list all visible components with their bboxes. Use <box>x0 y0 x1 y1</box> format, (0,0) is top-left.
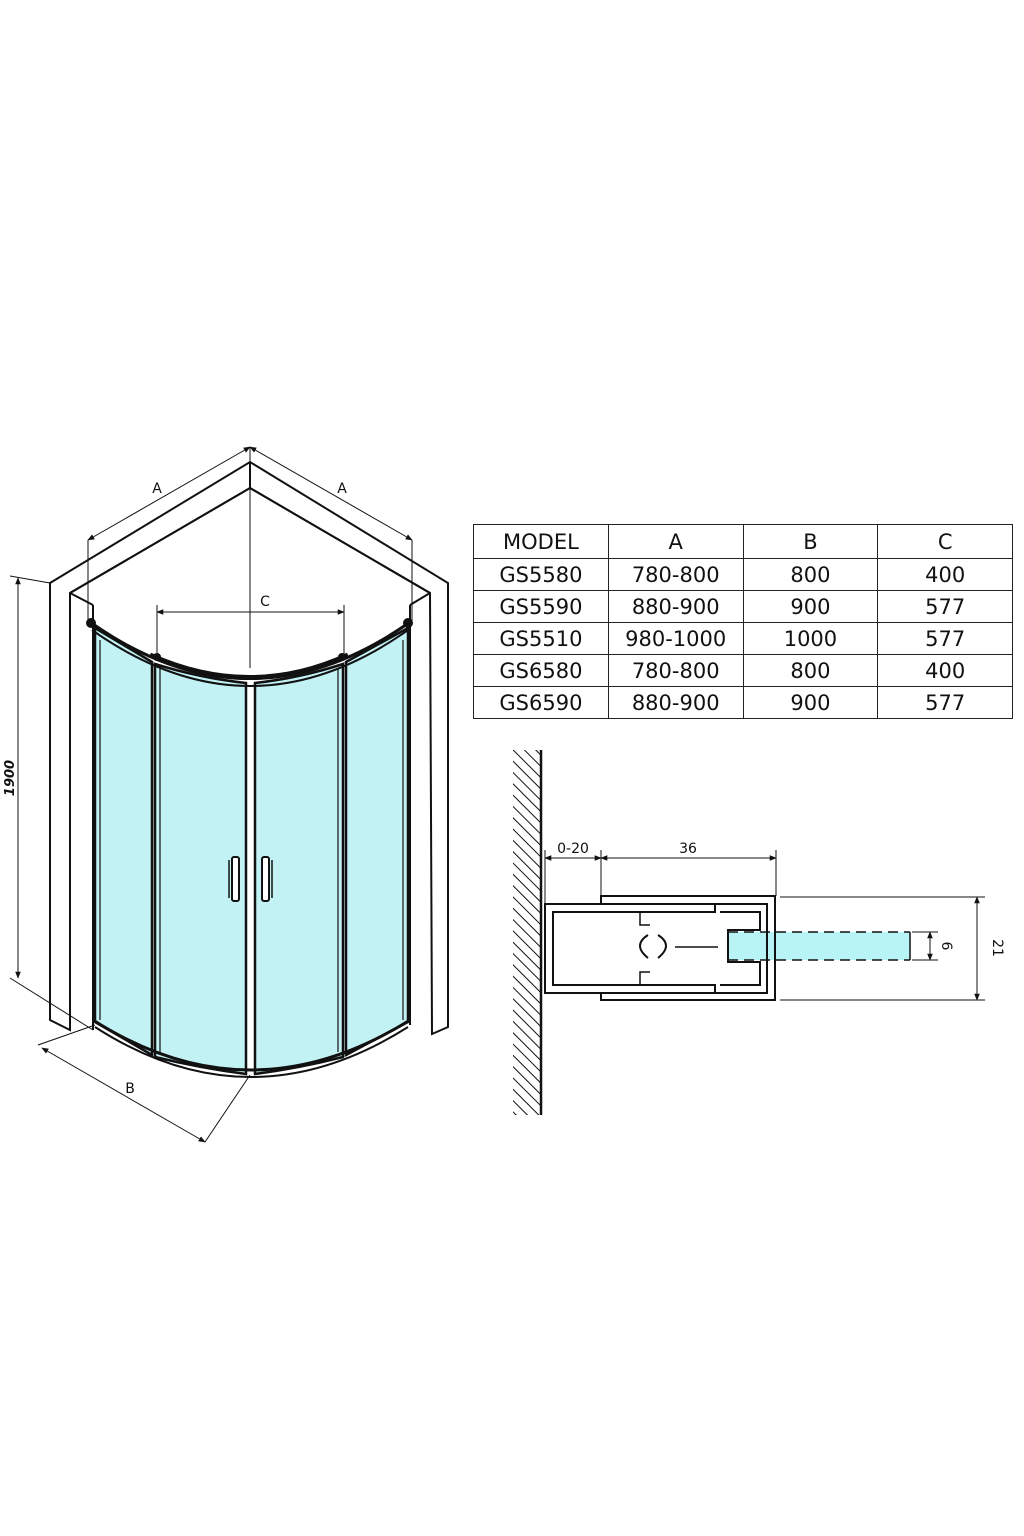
dim-b-label: B <box>125 1081 135 1097</box>
dim-height-label: 1900 <box>3 760 18 796</box>
cell-c: 577 <box>877 590 1013 623</box>
dim-21 <box>780 896 985 1001</box>
sliding-door-right <box>253 662 345 1076</box>
header-model: MODEL <box>473 524 609 559</box>
dim-a-left-label: A <box>152 481 162 497</box>
cell-model: GS6580 <box>473 654 609 687</box>
dim-height-profile-label: 21 <box>989 939 1005 957</box>
dim-c-label: C <box>260 594 270 610</box>
table-row: GS5590 880-900 900 577 <box>473 590 1013 623</box>
corner-walls <box>49 460 449 1036</box>
cell-b: 900 <box>742 590 879 623</box>
dim-c <box>156 605 345 656</box>
table-header-row: MODEL A B C <box>473 524 1013 559</box>
fixed-panel-left <box>93 625 154 1058</box>
cell-model: GS5580 <box>473 558 609 591</box>
cell-c: 400 <box>877 654 1013 687</box>
door-handles <box>228 856 273 902</box>
cell-a: 780-800 <box>607 558 744 591</box>
cell-b: 900 <box>742 686 879 719</box>
dim-6 <box>912 931 938 961</box>
model-spec-table: MODEL A B C GS5580 780-800 800 400 GS559… <box>473 524 1013 719</box>
cell-model: GS5510 <box>473 622 609 655</box>
dim-top <box>544 850 777 905</box>
table-row: GS5510 980-1000 1000 577 <box>473 622 1013 655</box>
dim-gap-label: 0-20 <box>557 841 589 857</box>
dim-glass-label: 6 <box>938 942 954 951</box>
wall-profile <box>544 903 716 994</box>
cell-c: 400 <box>877 558 1013 591</box>
header-c: C <box>877 524 1013 559</box>
table-row: GS6580 780-800 800 400 <box>473 654 1013 687</box>
dim-width-label: 36 <box>679 841 697 857</box>
table-row: GS6590 880-900 900 577 <box>473 686 1013 719</box>
cell-b: 800 <box>742 654 879 687</box>
fixed-panel-right <box>344 625 410 1058</box>
cell-a: 880-900 <box>607 686 744 719</box>
outer-profile <box>600 895 776 1001</box>
shower-enclosure-view <box>9 446 449 1143</box>
handle-right <box>261 856 270 902</box>
dim-a-right-label: A <box>337 481 347 497</box>
cell-a: 780-800 <box>607 654 744 687</box>
cell-model: GS5590 <box>473 590 609 623</box>
table-row: GS5580 780-800 800 400 <box>473 558 1013 591</box>
cell-a: 980-1000 <box>607 622 744 655</box>
dim-height <box>9 575 94 1031</box>
glass-strip <box>728 932 910 960</box>
cell-b: 800 <box>742 558 879 591</box>
cell-c: 577 <box>877 622 1013 655</box>
cell-model: GS6590 <box>473 686 609 719</box>
header-a: A <box>607 524 744 559</box>
cell-a: 880-900 <box>607 590 744 623</box>
dim-b <box>37 1024 251 1143</box>
profile-detail <box>513 750 985 1115</box>
dim-a-right <box>249 446 413 625</box>
glass-panels <box>93 625 410 1076</box>
cell-c: 577 <box>877 686 1013 719</box>
wall-hatch <box>513 750 541 1115</box>
cell-b: 1000 <box>742 622 879 655</box>
handle-left <box>231 856 240 902</box>
header-b: B <box>742 524 879 559</box>
